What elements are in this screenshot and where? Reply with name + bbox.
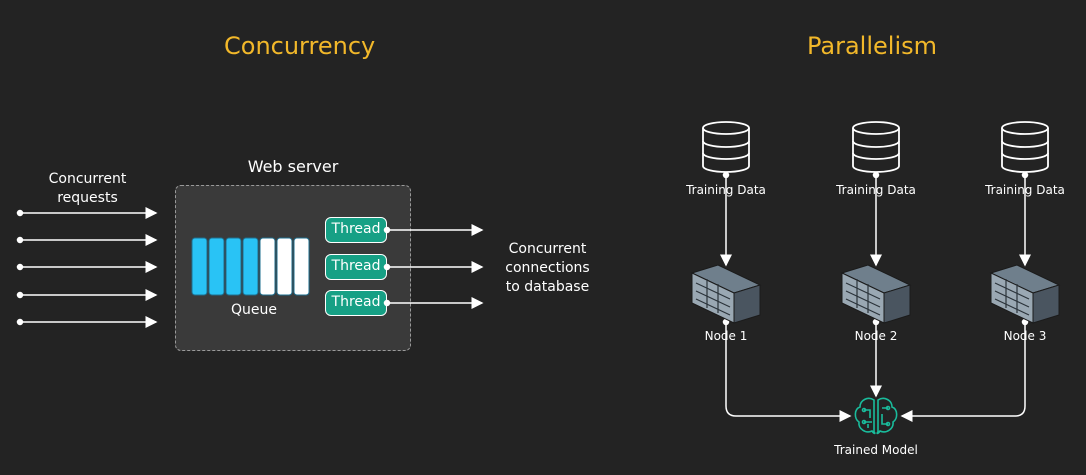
concurrent-requests-label: Concurrent requests bbox=[48, 171, 127, 206]
training-data-label: Training Data bbox=[686, 183, 766, 197]
thread-box: Thread bbox=[325, 290, 387, 316]
database-icon bbox=[852, 121, 900, 173]
thread-box: Thread bbox=[325, 254, 387, 280]
queue-slot bbox=[293, 237, 310, 296]
node-label: Node 1 bbox=[704, 329, 748, 343]
trained-model-label: Trained Model bbox=[834, 443, 918, 457]
training-data-label: Training Data bbox=[985, 183, 1065, 197]
node-to-model-arrows bbox=[722, 318, 1029, 422]
queue-slot bbox=[242, 237, 259, 296]
request-arrows bbox=[16, 207, 158, 328]
server-node-icon bbox=[989, 264, 1061, 324]
node-label: Node 2 bbox=[854, 329, 898, 343]
db-connections-label: Concurrent connections to database bbox=[505, 241, 590, 295]
thread-box: Thread bbox=[325, 217, 387, 243]
queue-slot bbox=[191, 237, 208, 296]
database-icon bbox=[1001, 121, 1049, 173]
queue-slot bbox=[276, 237, 293, 296]
brain-circuit-icon bbox=[854, 397, 898, 435]
thread-output-arrows bbox=[383, 224, 484, 309]
web-server-label: Web server bbox=[247, 157, 339, 176]
queue-slot bbox=[259, 237, 276, 296]
queue-slot bbox=[225, 237, 242, 296]
database-icon bbox=[702, 121, 750, 173]
node-label: Node 3 bbox=[1003, 329, 1047, 343]
parallelism-title: Parallelism bbox=[807, 32, 937, 60]
data-to-node-arrows bbox=[720, 171, 1031, 267]
concurrency-title: Concurrency bbox=[224, 32, 376, 60]
training-data-label: Training Data bbox=[836, 183, 916, 197]
queue-label: Queue bbox=[231, 302, 277, 318]
server-node-icon bbox=[840, 264, 912, 324]
server-node-icon bbox=[690, 264, 762, 324]
queue-slot bbox=[208, 237, 225, 296]
